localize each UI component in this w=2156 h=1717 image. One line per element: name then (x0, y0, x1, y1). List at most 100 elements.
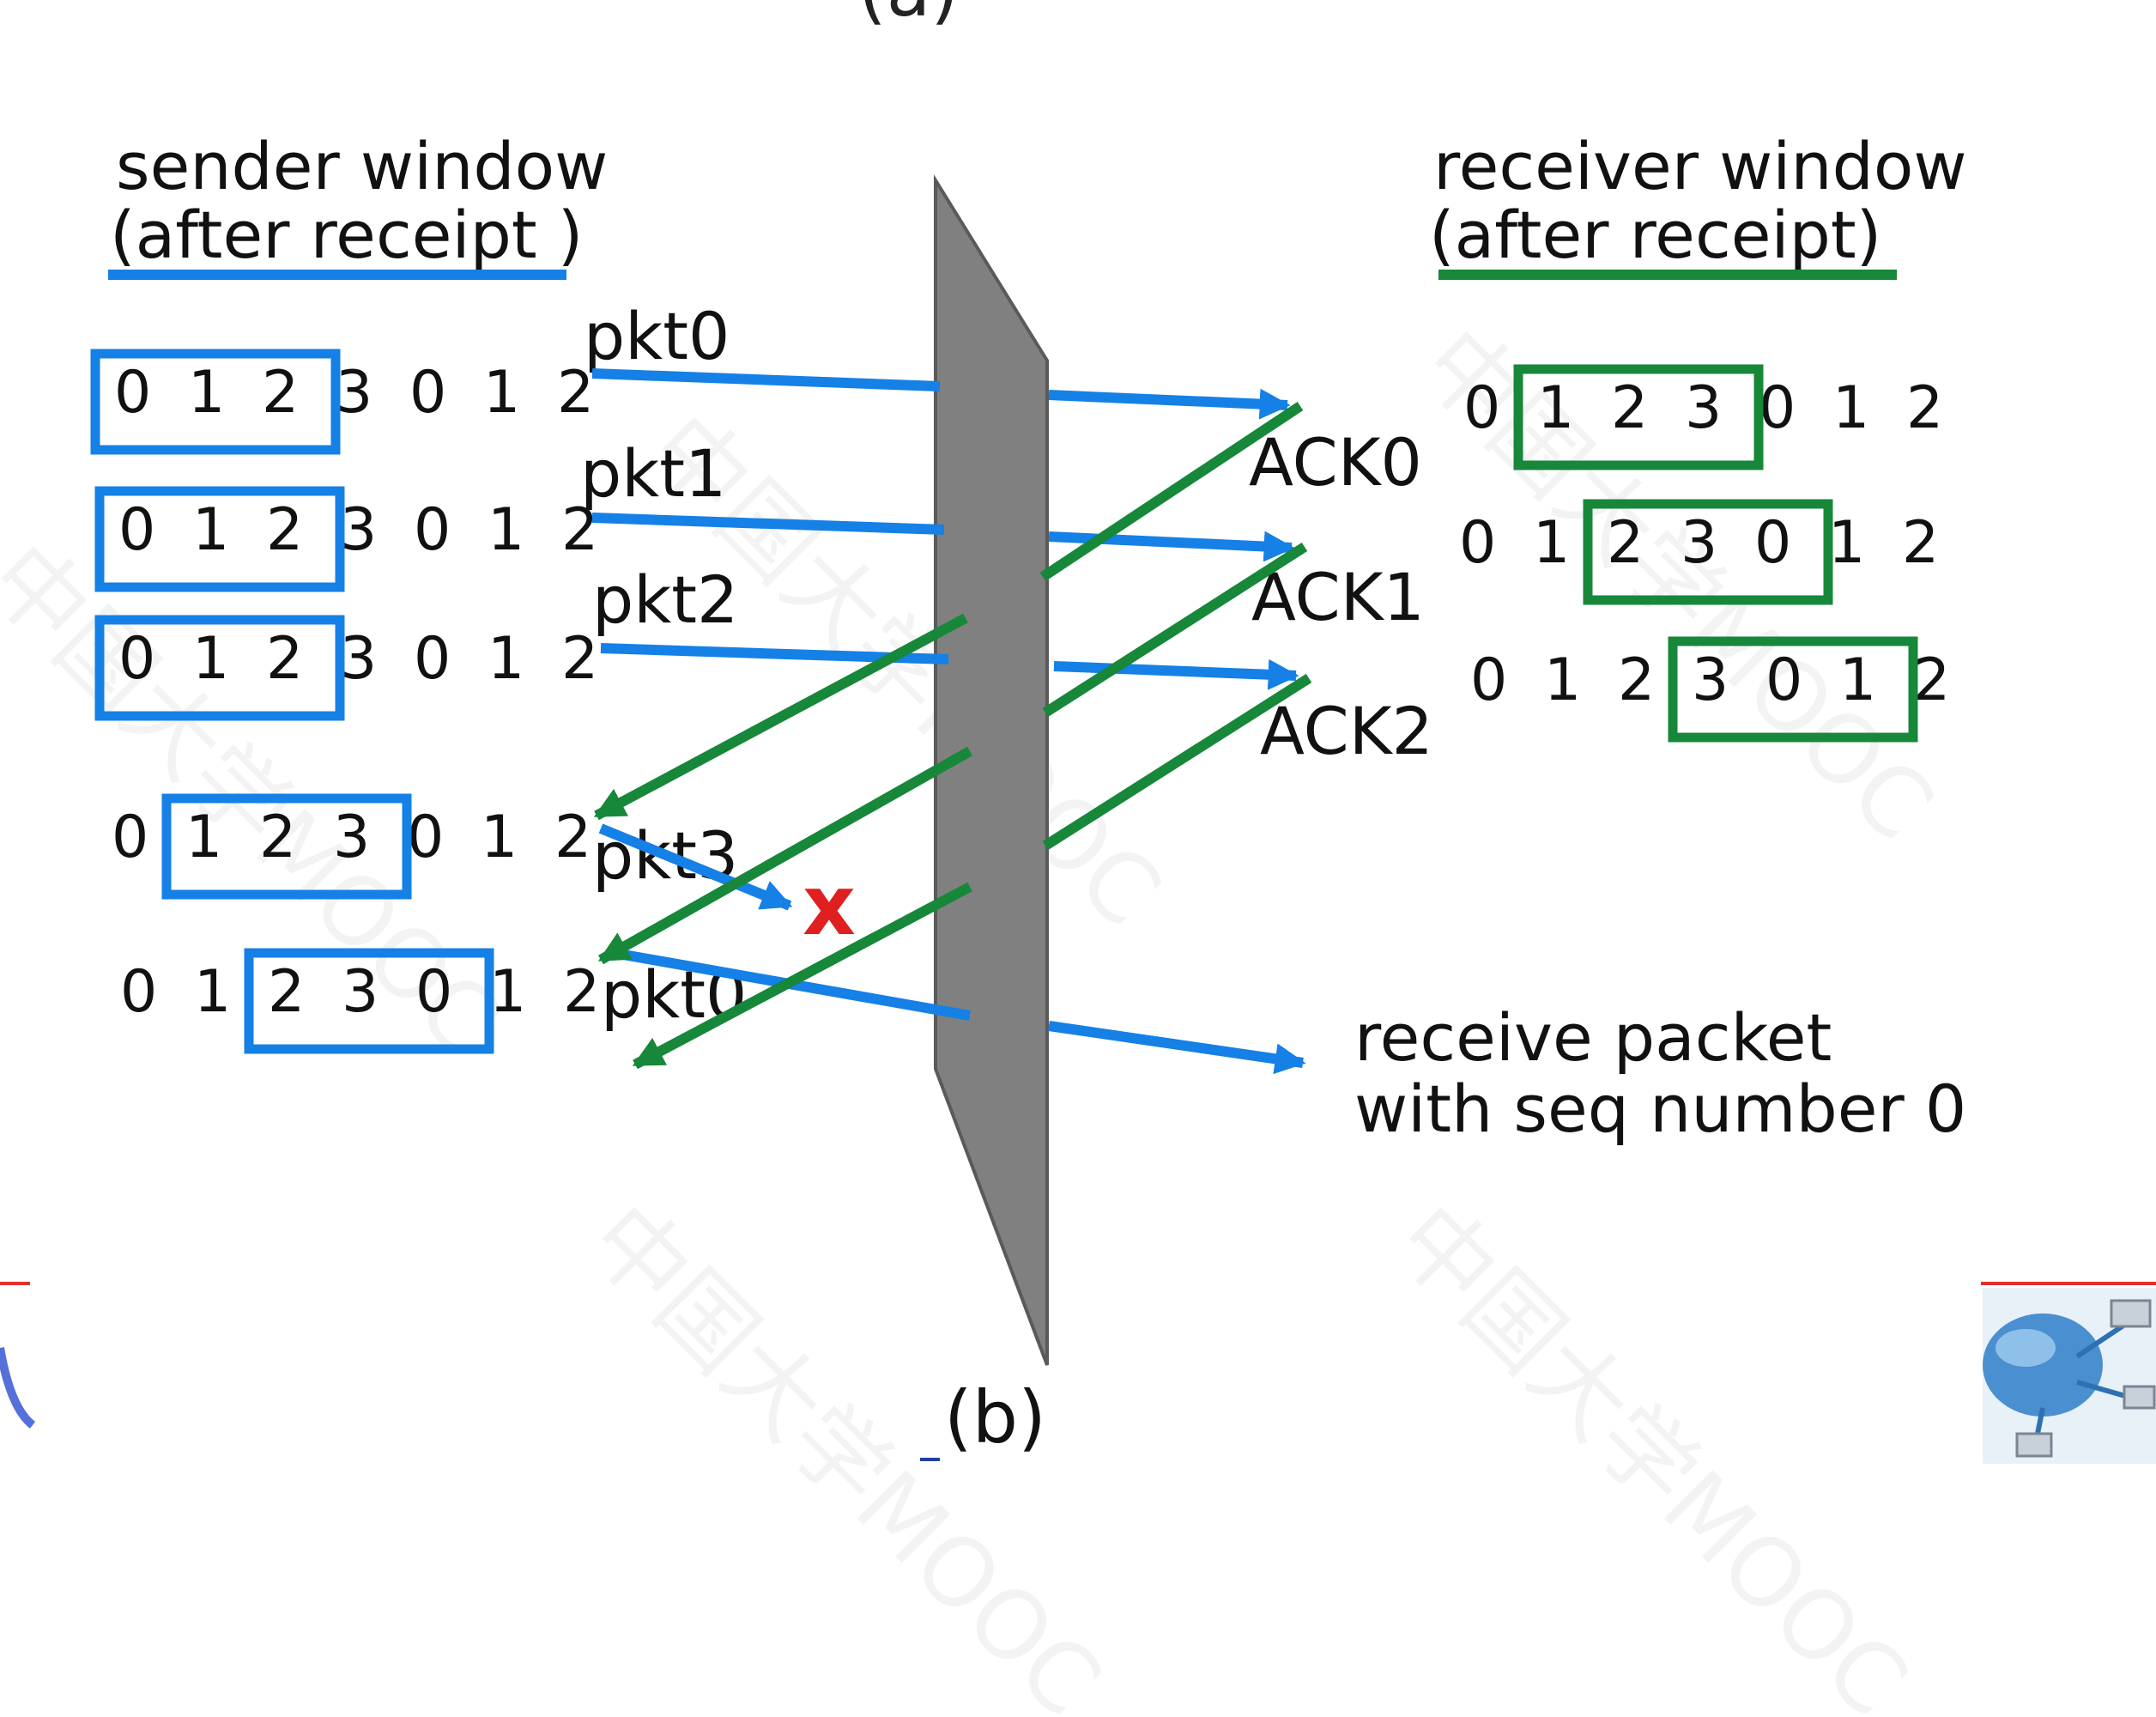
sender-window-seq-number: 2 (266, 625, 303, 693)
sender-window-seq-number: 3 (333, 804, 370, 871)
ack-arrow-ack2-upper (1042, 673, 1312, 851)
sender-window-seq-number: 1 (481, 804, 518, 871)
receive-note-line2: with seq number 0 (1354, 1071, 1966, 1147)
sender-window-seq-number: 3 (340, 496, 377, 564)
sender-window-window-box (244, 948, 494, 1054)
sender-window-seq-number: 2 (557, 359, 594, 427)
ack-label-ack2: ACK2 (1260, 693, 1433, 769)
packet-label-pkt2: pkt2 (592, 561, 738, 638)
receiver-window-seq-number: 0 (1459, 509, 1496, 577)
ack-label-ack1: ACK1 (1251, 559, 1425, 635)
figure-caption: (b) (944, 1375, 1046, 1459)
receiver-window-seq-number: 3 (1685, 374, 1722, 442)
receiver-window-seq-number: 2 (1913, 646, 1950, 714)
receiver-window-title: receiver window (1433, 128, 1966, 204)
sender-window-seq-number: 1 (483, 359, 520, 427)
packet-arrow-pkt1-deliver (1048, 531, 1295, 562)
ack-arrow-ack2-lower (632, 882, 972, 1070)
sender-window-seq-number: 0 (114, 359, 151, 427)
packet-label-pkt1: pkt1 (580, 435, 726, 512)
sender-window-window-box (94, 486, 345, 592)
receiver-window-seq-number: 2 (1902, 509, 1939, 577)
ack-arrow-ack1-lower (597, 746, 972, 965)
sender-window-seq-number: 1 (488, 496, 524, 564)
packet-arrow-pkt0-deliver (1048, 388, 1291, 420)
sender-window-seq-number: 2 (266, 496, 303, 564)
sender-window-seq-number: 2 (554, 804, 591, 871)
channel-barrier (934, 173, 1049, 1366)
sender-window-seq-number: 0 (415, 958, 452, 1026)
receiver-window-seq-number: 1 (1839, 646, 1876, 714)
receiver-window-window-box (1668, 636, 1918, 743)
sender-window-seq-number: 3 (336, 359, 372, 427)
receiver-window-seq-number: 0 (1765, 646, 1802, 714)
packet-arrow-pkt1-send (591, 513, 945, 535)
receiver-window-seq-number: 3 (1692, 646, 1729, 714)
receiver-window-seq-number: 2 (1906, 374, 1943, 442)
packet-arrow-pkt0-send (591, 368, 941, 391)
packet-arrow-pkt3-lost (598, 823, 793, 911)
sender-window-seq-number: 2 (259, 804, 296, 871)
sender-window-seq-number: 3 (340, 625, 377, 693)
sender-window-seq-number: 1 (188, 359, 225, 427)
receiver-window-seq-number: 1 (1832, 374, 1869, 442)
sender-window-seq-number: 2 (262, 359, 299, 427)
receiver-window-subtitle: (after receipt) (1429, 197, 1881, 273)
receiver-window-seq-number: 2 (1618, 646, 1655, 714)
sender-window-seq-number: 0 (414, 625, 451, 693)
sender-window-seq-number: 2 (561, 625, 598, 693)
sender-window-seq-number: 2 (563, 958, 600, 1026)
receiver-window-seq-number: 1 (1828, 509, 1865, 577)
sender-window-seq-number: 0 (118, 496, 155, 564)
sender-window-seq-number: 1 (185, 804, 222, 871)
receiver-window-seq-number: 2 (1607, 509, 1644, 577)
receiver-window-seq-number: 2 (1611, 374, 1648, 442)
packet-label-pkt0: pkt0 (584, 298, 730, 374)
packet-arrow-pkt0-retransmit-deliver (1048, 1021, 1306, 1075)
receiver-window-seq-number: 3 (1681, 509, 1717, 577)
ack-arrow-ack1-upper (1042, 542, 1308, 718)
sender-window-seq-number: 3 (342, 958, 379, 1026)
sender-window-seq-number: 1 (489, 958, 526, 1026)
receiver-window-seq-number: 0 (1470, 646, 1507, 714)
sender-window-seq-number: 1 (194, 958, 231, 1026)
sender-window-seq-number: 2 (268, 958, 305, 1026)
sender-window-window-box (94, 615, 345, 721)
packet-arrow-pkt2-deliver (1053, 658, 1299, 690)
receiver-window-seq-number: 1 (1537, 374, 1574, 442)
sender-window-seq-number: 0 (409, 359, 446, 427)
receiver-window-seq-number: 1 (1544, 646, 1581, 714)
receiver-window-seq-number: 1 (1533, 509, 1570, 577)
ack-arrow-ack0-lower (593, 613, 968, 821)
sender-window-seq-number: 0 (407, 804, 444, 871)
ack-arrow-ack0-upper (1039, 402, 1304, 581)
sender-window-seq-number: 1 (488, 625, 524, 693)
sender-window-seq-number: 1 (192, 625, 229, 693)
sender-window-subtitle: (after receipt ) (110, 197, 583, 273)
network-thumbnail-icon (1983, 1288, 2156, 1464)
sender-window-seq-number: 0 (112, 804, 148, 871)
slide-decoration-arc (0, 1347, 36, 1429)
receiver-window-seq-number: 0 (1759, 374, 1796, 442)
sender-window-seq-number: 0 (414, 496, 451, 564)
sender-window-seq-number: 2 (561, 496, 598, 564)
receiver-window-seq-number: 0 (1754, 509, 1791, 577)
cross-icon: x (802, 858, 856, 954)
sender-window-window-box (161, 793, 412, 900)
receiver-window-window-box (1583, 499, 1833, 605)
receiver-window-window-box (1513, 364, 1764, 470)
receive-note-line1: receive packet (1354, 999, 1832, 1076)
sender-window-seq-number: 0 (120, 958, 157, 1026)
ack-label-ack0: ACK0 (1249, 424, 1422, 501)
header-fragment: (a) (858, 0, 959, 33)
